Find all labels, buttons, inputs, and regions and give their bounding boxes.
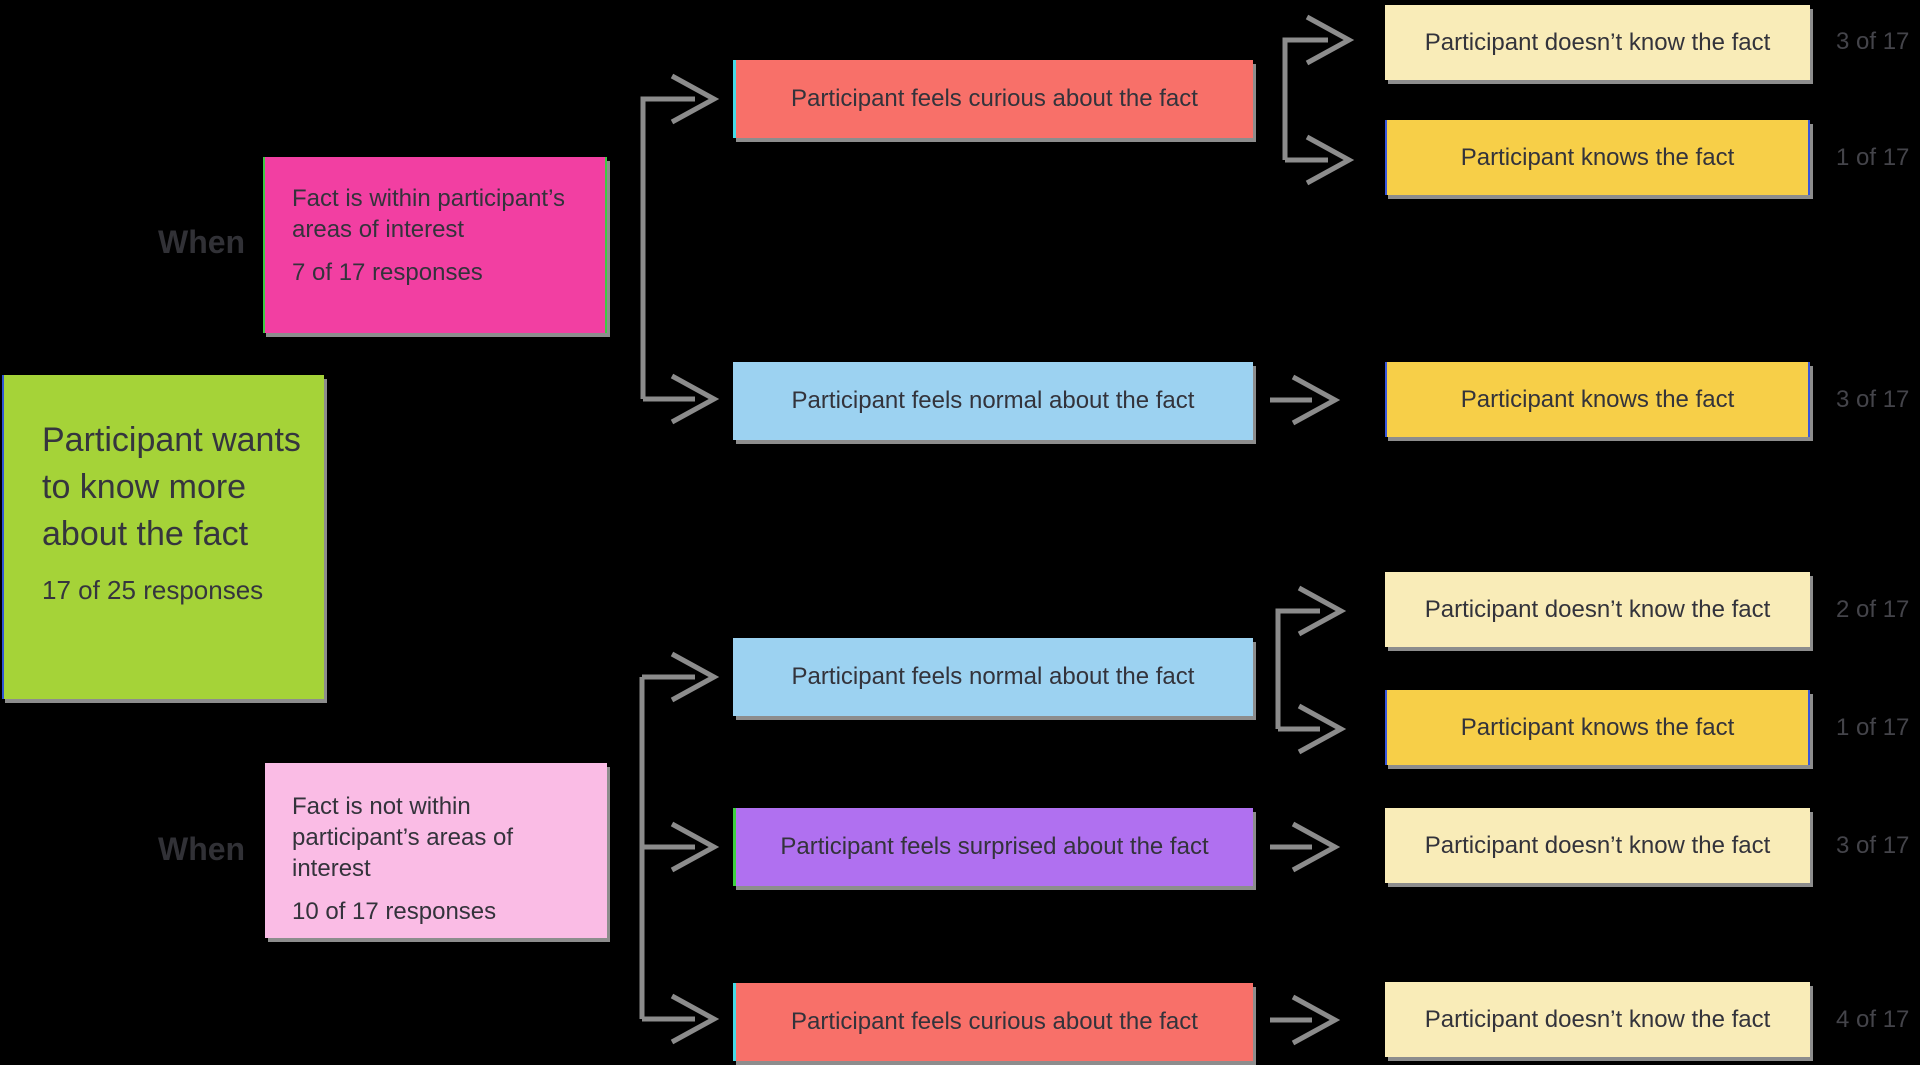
outcome-node-7: Participant doesn’t know the fact bbox=[1385, 982, 1810, 1057]
outcome-label: Participant doesn’t know the fact bbox=[1424, 1005, 1771, 1033]
outcome-node-4: Participant doesn’t know the fact bbox=[1385, 572, 1810, 647]
condition-count: 7 of 17 responses bbox=[292, 259, 483, 286]
root-node: Participant wants to know more about the… bbox=[2, 375, 324, 699]
arrow-condition2-to-feelings bbox=[639, 651, 720, 1045]
feeling-node-curious-2: Participant feels curious about the fact bbox=[733, 983, 1253, 1061]
root-node-count: 17 of 25 responses bbox=[42, 575, 264, 605]
condition-count: 10 of 17 responses bbox=[292, 898, 497, 925]
outcome-label: Participant doesn’t know the fact bbox=[1424, 595, 1771, 623]
arrow-feeling2-to-outcome3 bbox=[1270, 374, 1341, 426]
outcome-label: Participant doesn’t know the fact bbox=[1424, 831, 1771, 859]
feeling-label: Participant feels normal about the fact bbox=[791, 663, 1195, 690]
outcome-label: Participant knows the fact bbox=[1460, 385, 1735, 413]
arrow-condition1-to-feelings bbox=[640, 73, 720, 425]
condition-title: Fact is within participant’s areas of in… bbox=[292, 185, 565, 243]
feeling-node-normal-1: Participant feels normal about the fact bbox=[733, 362, 1253, 440]
root-node-title: Participant wants to know more about the… bbox=[42, 421, 301, 553]
arrow-feeling1-to-outcomes bbox=[1282, 14, 1355, 186]
outcome-count-2: 1 of 17 bbox=[1836, 144, 1910, 171]
outcome-node-3: Participant knows the fact bbox=[1385, 362, 1810, 437]
arrow-feeling5-to-outcome7 bbox=[1270, 994, 1341, 1046]
feeling-node-surprised: Participant feels surprised about the fa… bbox=[733, 808, 1253, 886]
when-label-1: When bbox=[158, 224, 246, 260]
feeling-node-curious-1: Participant feels curious about the fact bbox=[733, 60, 1253, 138]
outcome-label: Participant knows the fact bbox=[1460, 713, 1735, 741]
outcome-count-5: 1 of 17 bbox=[1836, 714, 1910, 741]
outcome-label: Participant doesn’t know the fact bbox=[1424, 28, 1771, 56]
when-label-2: When bbox=[158, 831, 246, 867]
outcome-node-1: Participant doesn’t know the fact bbox=[1385, 5, 1810, 80]
feeling-label: Participant feels curious about the fact bbox=[791, 1008, 1198, 1035]
arrow-feeling3-to-outcomes bbox=[1275, 585, 1347, 755]
feeling-label: Participant feels curious about the fact bbox=[791, 85, 1198, 112]
outcome-count-4: 2 of 17 bbox=[1836, 596, 1910, 623]
outcome-count-1: 3 of 17 bbox=[1836, 28, 1910, 55]
condition-node-within-interest: Fact is within participant’s areas of in… bbox=[263, 157, 607, 333]
arrow-feeling4-to-outcome6 bbox=[1270, 821, 1341, 873]
condition-title: Fact is not within participant’s areas o… bbox=[292, 793, 514, 882]
condition-node-not-within-interest: Fact is not within participant’s areas o… bbox=[265, 763, 607, 938]
outcome-node-5: Participant knows the fact bbox=[1385, 690, 1810, 765]
outcome-node-2: Participant knows the fact bbox=[1385, 120, 1810, 195]
feeling-label: Participant feels surprised about the fa… bbox=[780, 833, 1209, 860]
outcome-node-6: Participant doesn’t know the fact bbox=[1385, 808, 1810, 883]
outcome-count-7: 4 of 17 bbox=[1836, 1006, 1910, 1033]
outcome-count-3: 3 of 17 bbox=[1836, 386, 1910, 413]
feeling-node-normal-2: Participant feels normal about the fact bbox=[733, 638, 1253, 716]
feeling-label: Participant feels normal about the fact bbox=[791, 387, 1195, 414]
outcome-label: Participant knows the fact bbox=[1460, 143, 1735, 171]
outcome-count-6: 3 of 17 bbox=[1836, 832, 1910, 859]
